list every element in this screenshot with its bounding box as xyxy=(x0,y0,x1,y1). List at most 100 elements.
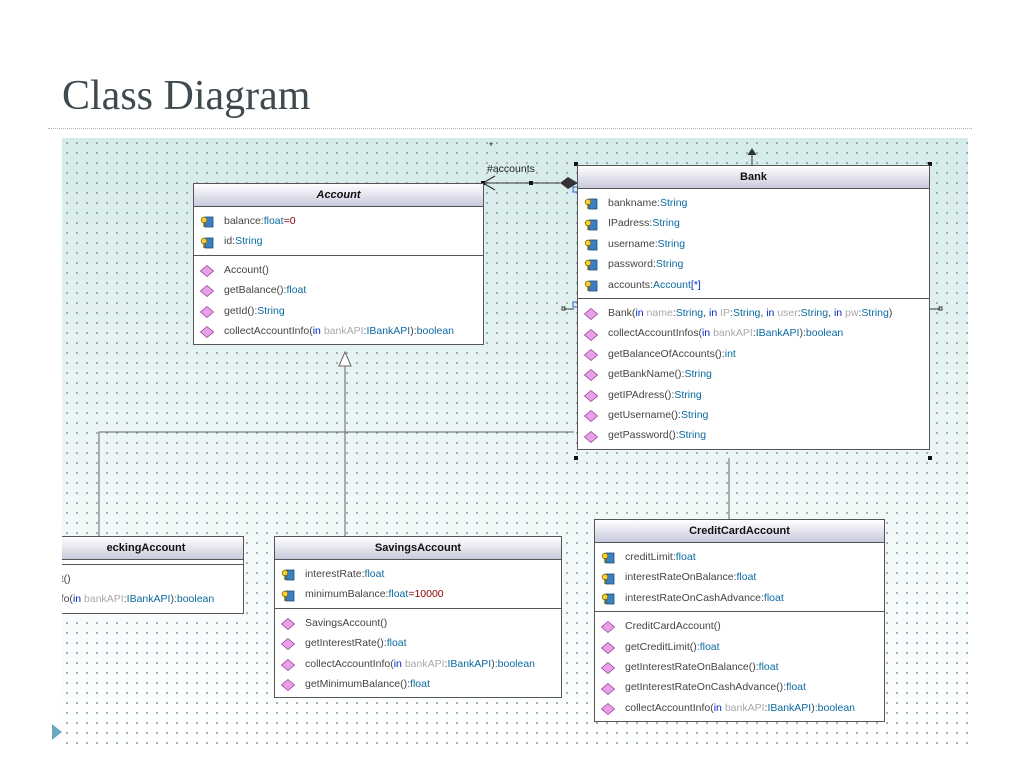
row-text-segment: : xyxy=(672,306,676,319)
row-text-segment: getMinimumBalance(): xyxy=(305,677,411,690)
row-text-segment: IBankAPI xyxy=(767,701,812,714)
row-text-segment: creditLimit: xyxy=(625,551,676,563)
class-checking-account[interactable]: eckingAccount unt()tInfo(in bankAPI:IBan… xyxy=(62,536,244,614)
operation-row[interactable]: collectAccountInfo(in bankAPI:IBankAPI):… xyxy=(275,654,561,674)
operation-row[interactable]: Account() xyxy=(194,260,483,280)
operation-row[interactable]: getInterestRateOnBalance():float xyxy=(595,657,884,677)
row-text-segment: pw xyxy=(845,306,859,319)
row-text-segment: String xyxy=(861,306,889,319)
attribute-key-icon xyxy=(281,589,295,602)
row-text-segment: IBankAPI xyxy=(447,657,492,670)
association-end-handle xyxy=(529,181,533,185)
row-text-segment: bankAPI xyxy=(404,657,445,670)
attribute-key-icon xyxy=(584,238,598,251)
row-text-segment: interestRate: xyxy=(305,568,365,580)
attribute-row[interactable]: username:String xyxy=(578,234,929,254)
row-text-segment: =10000 xyxy=(408,588,444,601)
attribute-row[interactable]: IPadress:String xyxy=(578,213,929,233)
row-text-segment: String xyxy=(655,258,684,271)
operation-row[interactable]: getId():String xyxy=(194,301,483,321)
row-text-segment: String xyxy=(659,197,688,209)
row-text-segment: ): xyxy=(811,701,818,714)
attribute-row[interactable]: interestRateOnCashAdvance:float xyxy=(595,588,884,608)
class-name: Account xyxy=(194,184,483,207)
operation-row[interactable]: collectAccountInfos(in bankAPI:IBankAPI)… xyxy=(578,323,929,343)
class-name: CreditCardAccount xyxy=(595,520,884,543)
row-text-segment: : xyxy=(752,327,756,340)
row-text-segment: minimumBalance: xyxy=(305,588,389,601)
operation-row[interactable]: getInterestRate():float xyxy=(275,633,561,653)
attribute-row[interactable]: balance:float=0 xyxy=(194,211,483,231)
row-text-segment: in xyxy=(701,327,714,340)
operation-diamond-icon xyxy=(583,389,599,402)
row-text-segment: String xyxy=(800,306,829,319)
operation-diamond-icon xyxy=(583,307,599,321)
attribute-row[interactable]: password:String xyxy=(578,254,929,274)
operation-row[interactable]: tInfo(in bankAPI:IBankAPI):boolean xyxy=(62,589,243,609)
row-text-segment: String xyxy=(657,237,686,250)
composition-diamond xyxy=(560,177,578,189)
row-text-segment: in xyxy=(393,657,405,670)
bank-handle-tr xyxy=(928,162,932,166)
row-text-segment: float xyxy=(786,681,806,694)
attribute-row[interactable]: interestRateOnBalance:float xyxy=(595,567,884,587)
operation-row[interactable]: getIPAdress():String xyxy=(578,385,929,405)
row-text-segment: IBankAPI xyxy=(755,327,800,340)
attribute-row[interactable]: accounts:Account[*] xyxy=(578,275,929,295)
operation-row[interactable]: getBankName():String xyxy=(578,364,929,384)
operation-diamond-icon xyxy=(280,637,296,651)
attribute-row[interactable]: creditLimit:float xyxy=(595,547,884,567)
bank-stub-left-end xyxy=(561,306,566,311)
row-text-segment: float xyxy=(736,571,757,584)
operation-row[interactable]: CreditCardAccount() xyxy=(595,616,884,636)
operation-diamond-icon xyxy=(199,284,215,298)
operation-row[interactable]: unt() xyxy=(62,569,243,589)
row-text-segment: IPadress: xyxy=(608,217,653,230)
row-text-segment: user xyxy=(777,306,798,319)
operation-diamond-icon xyxy=(600,682,616,695)
attribute-key-icon xyxy=(281,568,295,581)
row-text-segment: boolean xyxy=(416,324,455,337)
attribute-row[interactable]: minimumBalance:float=10000 xyxy=(275,584,561,604)
operation-row[interactable]: getCreditLimit():float xyxy=(595,637,884,657)
row-text-segment: in xyxy=(72,593,85,606)
row-text-segment: IBankAPI xyxy=(366,324,411,337)
row-text-segment: getId(): xyxy=(224,304,258,317)
bank-handle-br xyxy=(928,456,932,460)
operation-row[interactable]: getBalanceOfAccounts():int xyxy=(578,344,929,364)
attribute-row[interactable]: id:String xyxy=(194,231,483,251)
operation-row[interactable]: collectAccountInfo(in bankAPI:IBankAPI):… xyxy=(595,698,884,718)
row-text-segment: collectAccountInfo( xyxy=(625,701,714,714)
operation-row[interactable]: getUsername():String xyxy=(578,405,929,425)
row-text-segment: String xyxy=(680,408,709,421)
operation-row[interactable]: collectAccountInfo(in bankAPI:IBankAPI):… xyxy=(194,321,483,341)
operation-diamond-icon xyxy=(583,328,599,341)
row-text-segment: String xyxy=(257,304,285,317)
operation-row[interactable]: getInterestRateOnCashAdvance():float xyxy=(595,677,884,697)
association-multiplicity: * xyxy=(489,140,494,152)
operation-row[interactable]: getBalance():float xyxy=(194,280,483,300)
row-text-segment: in xyxy=(766,306,778,319)
row-text-segment: String xyxy=(678,429,707,442)
row-text-segment: collectAccountInfos( xyxy=(608,327,702,340)
operation-row[interactable]: Bank(in name:String, in IP:String, in us… xyxy=(578,303,929,323)
row-text-segment: bankAPI xyxy=(84,593,124,606)
attribute-row[interactable]: bankname:String xyxy=(578,193,929,213)
operation-row[interactable]: SavingsAccount() xyxy=(275,613,561,633)
operation-diamond-icon xyxy=(199,325,215,339)
attribute-row[interactable]: interestRate:float xyxy=(275,564,561,584)
checking-connector xyxy=(98,431,574,536)
row-text-segment: IP xyxy=(720,306,731,319)
row-text-segment: getBalance(): xyxy=(224,284,287,297)
operations-section: CreditCardAccount()getCreditLimit():floa… xyxy=(595,611,884,721)
operation-row[interactable]: getMinimumBalance():float xyxy=(275,674,561,694)
row-text-segment: getCreditLimit(): xyxy=(625,640,700,653)
row-text-segment: Bank( xyxy=(608,306,636,319)
operation-row[interactable]: getPassword():String xyxy=(578,425,929,445)
